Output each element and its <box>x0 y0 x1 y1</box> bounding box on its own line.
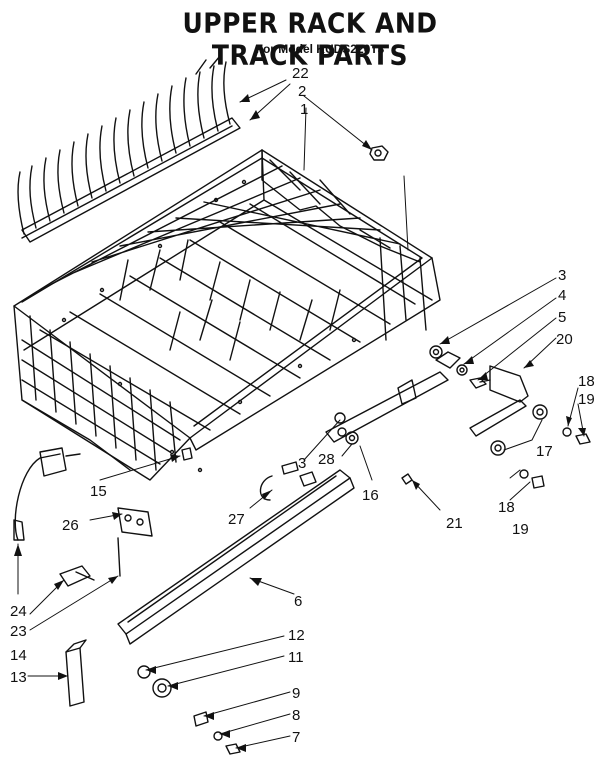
callout-labels: 22 2 1 3 4 5 20 18 19 17 15 3 28 16 21 1… <box>10 65 595 746</box>
callout-19-bottom: 19 <box>512 521 529 538</box>
callout-12: 12 <box>288 627 305 644</box>
track-bracket-part <box>325 351 461 443</box>
washer-screw-hardware <box>401 427 591 489</box>
callout-13: 13 <box>10 669 27 686</box>
callout-11: 11 <box>288 649 304 666</box>
callout-26: 26 <box>62 517 79 534</box>
callout-5: 5 <box>558 309 566 326</box>
rack-hook-part <box>181 447 193 461</box>
callout-23: 23 <box>10 623 27 640</box>
callout-20: 20 <box>556 331 573 348</box>
callout-14: 14 <box>10 647 27 664</box>
callout-6: 6 <box>294 593 302 610</box>
track-end-stop-part <box>469 365 548 456</box>
callout-24: 24 <box>10 603 27 620</box>
track-rail-part <box>117 469 355 645</box>
callout-8: 8 <box>292 707 300 724</box>
end-cap-part <box>65 639 87 707</box>
callout-3-center: 3 <box>298 455 306 472</box>
roller-part <box>117 507 153 537</box>
rack-clip-part <box>259 475 273 501</box>
callout-15: 15 <box>90 483 107 500</box>
dish-rack-basket-part <box>13 149 441 481</box>
callout-27: 27 <box>228 511 245 528</box>
leader-arrowheads <box>14 94 586 752</box>
harness-part <box>13 447 81 541</box>
wheel-stack-right <box>429 345 491 389</box>
diagram-subtitle: For Model KUDS220T3 <box>255 42 385 56</box>
hex-nut-part <box>369 145 389 161</box>
tine-rows-part <box>17 55 241 243</box>
leader-lines <box>17 79 585 749</box>
callout-4: 4 <box>558 287 566 304</box>
callout-18-right: 18 <box>578 373 595 390</box>
callout-28: 28 <box>318 451 335 468</box>
callout-16: 16 <box>362 487 379 504</box>
rail-wheel-parts <box>137 665 172 698</box>
callout-1: 1 <box>300 101 308 118</box>
callout-2: 2 <box>298 83 306 100</box>
callout-19-right: 19 <box>578 391 595 408</box>
callout-9: 9 <box>292 685 300 702</box>
callout-22: 22 <box>292 65 309 82</box>
callout-3-right: 3 <box>558 267 566 284</box>
callout-17: 17 <box>536 443 553 460</box>
callout-7: 7 <box>292 729 300 746</box>
small-bracket-part <box>59 565 95 587</box>
pin-part <box>117 537 121 577</box>
callout-18-bottom: 18 <box>498 499 515 516</box>
rail-hardware-parts <box>193 711 241 755</box>
diagram-title: UPPER RACK AND TRACK PARTS <box>182 7 438 71</box>
callout-21: 21 <box>446 515 463 532</box>
